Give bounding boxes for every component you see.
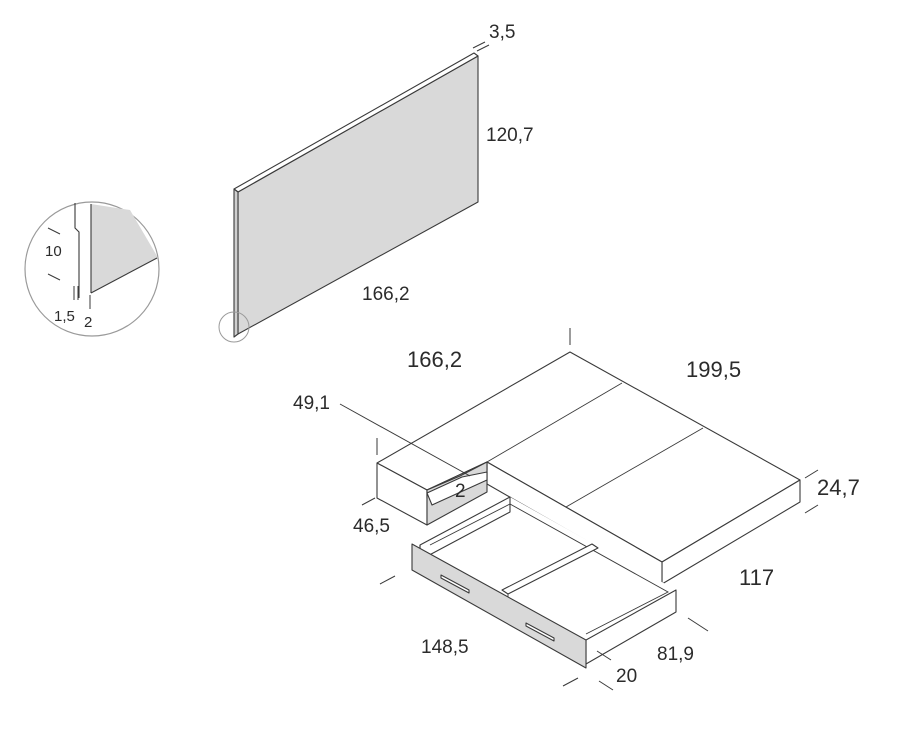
panel-width-label: 166,2 bbox=[362, 284, 410, 305]
base-side-label: 117 bbox=[739, 565, 774, 590]
panel-thickness-label: 3,5 bbox=[489, 22, 515, 43]
side-module-width-label: 46,5 bbox=[353, 516, 390, 537]
detail-height-label: 10 bbox=[45, 243, 62, 260]
base-length-label: 199,5 bbox=[686, 357, 741, 382]
bed-base bbox=[376, 351, 801, 585]
drawer-length-tick bbox=[379, 575, 396, 585]
drawer-height-tick-bottom bbox=[598, 680, 614, 691]
detail-step-label: 1,5 bbox=[54, 308, 75, 325]
headboard-panel bbox=[233, 41, 490, 338]
detail-marker-circle bbox=[218, 311, 250, 343]
side-module-depth-label: 49,1 bbox=[293, 393, 330, 414]
side-module-depth-leader bbox=[339, 403, 471, 477]
panel-height-label: 120,7 bbox=[486, 125, 534, 146]
detail-thickness-label: 2 bbox=[84, 314, 92, 331]
drawer-depth-tick bbox=[687, 617, 709, 632]
base-height-label: 24,7 bbox=[817, 475, 860, 500]
drawer bbox=[411, 496, 677, 669]
drawer-height-label: 20 bbox=[616, 666, 637, 687]
edge-detail-zoom bbox=[24, 201, 160, 337]
base-height-tick-bottom bbox=[804, 504, 819, 514]
base-width-label: 166,2 bbox=[407, 347, 462, 372]
side-module-width-tick bbox=[361, 497, 376, 506]
drawer-depth-label: 81,9 bbox=[657, 644, 694, 665]
drawer-length-label: 148,5 bbox=[421, 637, 469, 658]
gap-label: 2 bbox=[455, 481, 466, 502]
drawer-length-tick-end bbox=[562, 677, 579, 687]
drawer-height-tick-top bbox=[596, 650, 612, 661]
base-height-tick-top bbox=[804, 469, 819, 479]
